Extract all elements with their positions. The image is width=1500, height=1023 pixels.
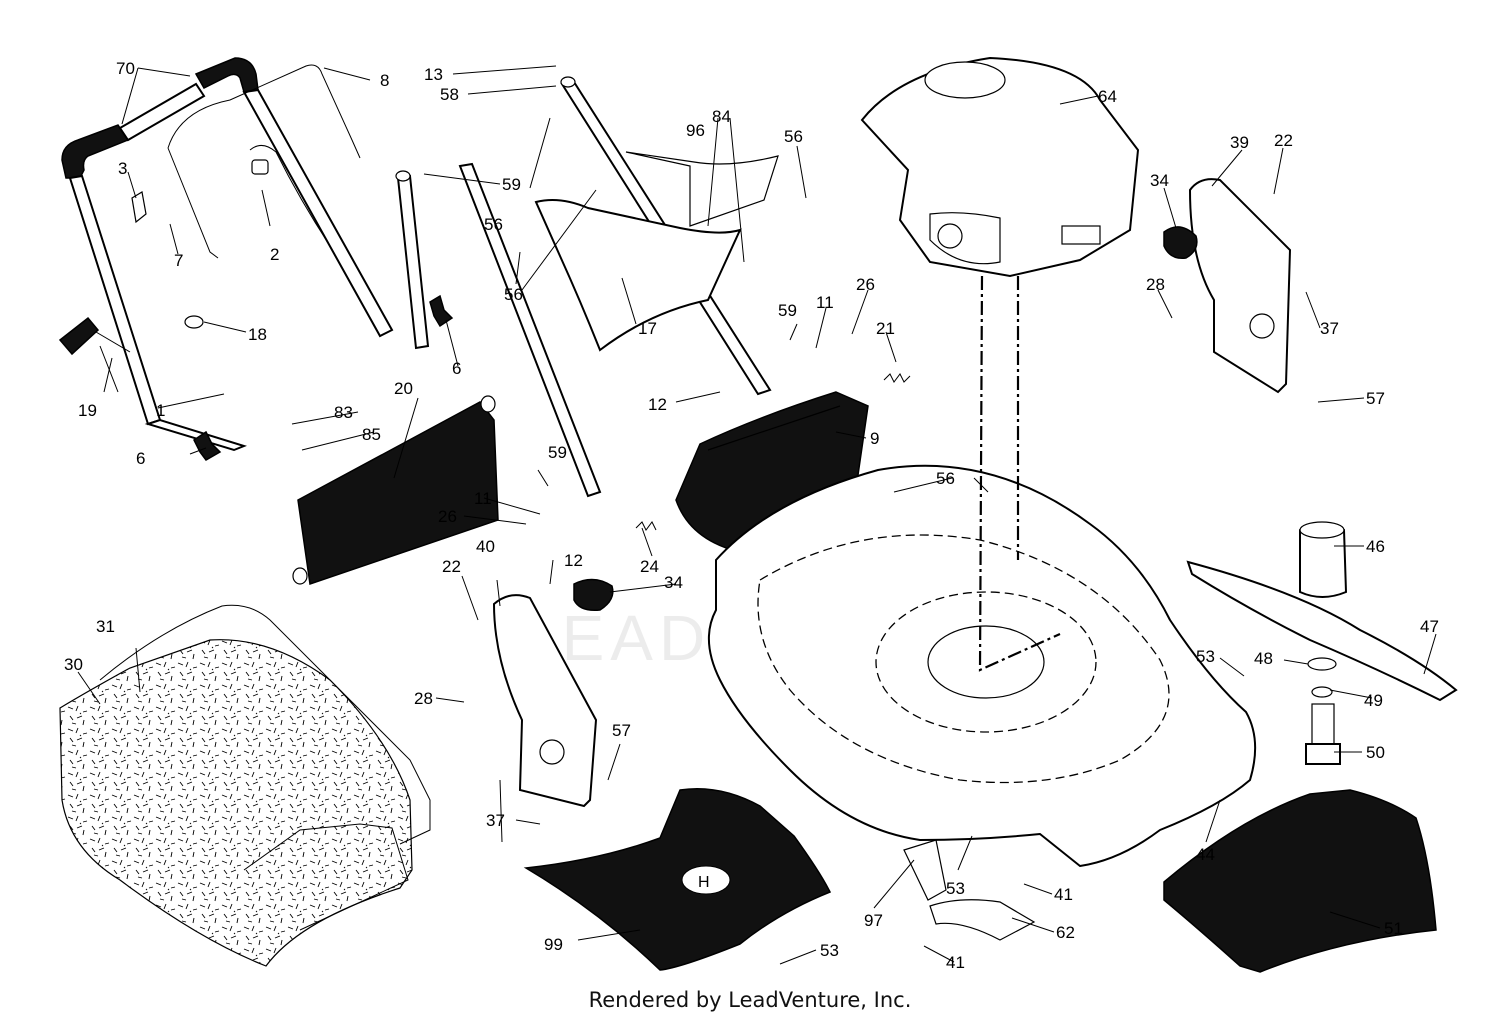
part-label: 28 bbox=[414, 689, 433, 708]
part-label: 56 bbox=[504, 285, 523, 304]
part-label: 34 bbox=[1150, 171, 1169, 190]
part-label: 30 bbox=[64, 655, 83, 674]
part-label: 41 bbox=[946, 953, 965, 972]
part-label: 21 bbox=[876, 319, 895, 338]
throttle-cable-2 bbox=[249, 145, 331, 247]
upper-handle bbox=[61, 57, 394, 452]
part-label: 20 bbox=[394, 379, 413, 398]
part-label: 56 bbox=[484, 215, 503, 234]
part-label: 48 bbox=[1254, 649, 1273, 668]
part-label: 85 bbox=[362, 425, 381, 444]
engine-64 bbox=[860, 56, 1140, 278]
part-label: 50 bbox=[1366, 743, 1385, 762]
mower-deck-44 bbox=[707, 275, 1257, 868]
part-label: 17 bbox=[638, 319, 657, 338]
grass-chute-17 bbox=[534, 151, 779, 352]
part-label: 26 bbox=[856, 275, 875, 294]
part-label: 57 bbox=[1366, 389, 1385, 408]
part-label: 97 bbox=[864, 911, 883, 930]
part-label: 53 bbox=[946, 879, 965, 898]
part-label: 12 bbox=[564, 551, 583, 570]
hinge-rod-20 bbox=[292, 395, 499, 586]
springs bbox=[635, 373, 911, 531]
part-label: 37 bbox=[486, 811, 505, 830]
part-label: 62 bbox=[1056, 923, 1075, 942]
part-label: 58 bbox=[440, 85, 459, 104]
side-discharge-skirt-51 bbox=[1163, 789, 1437, 973]
part-label: 11 bbox=[816, 293, 834, 312]
part-label: 96 bbox=[686, 121, 705, 140]
part-label: 8 bbox=[380, 71, 389, 90]
part-label: 83 bbox=[334, 403, 353, 422]
part-label: 22 bbox=[442, 557, 461, 576]
part-label: 22 bbox=[1274, 131, 1293, 150]
part-label: 51 bbox=[1384, 919, 1403, 938]
part-label: 53 bbox=[1196, 647, 1215, 666]
knob-34 bbox=[573, 226, 1198, 612]
part-label: 53 bbox=[820, 941, 839, 960]
part-label: 13 bbox=[424, 65, 443, 84]
blade-47 bbox=[1186, 560, 1458, 702]
front-height-bracket-39 bbox=[1188, 178, 1292, 394]
part-label: 18 bbox=[248, 325, 267, 344]
bracket-3 bbox=[131, 191, 147, 224]
part-label: 59 bbox=[548, 443, 567, 462]
part-label: 64 bbox=[1098, 87, 1117, 106]
part-label: 70 bbox=[116, 59, 135, 78]
part-label: 28 bbox=[1146, 275, 1165, 294]
part-label: 57 bbox=[612, 721, 631, 740]
part-label: 26 bbox=[438, 507, 457, 526]
part-label: 1 bbox=[156, 401, 165, 420]
part-label: 84 bbox=[712, 107, 731, 126]
part-label: 7 bbox=[174, 251, 183, 270]
part-label: 2 bbox=[270, 245, 279, 264]
part-label: 24 bbox=[640, 557, 659, 576]
part-label: 31 bbox=[96, 617, 115, 636]
wing-knobs-6 bbox=[193, 294, 454, 461]
control-bail-8 bbox=[167, 64, 361, 259]
mounting-brackets-62-97 bbox=[903, 839, 1036, 941]
part-label: 37 bbox=[1320, 319, 1339, 338]
part-label: 34 bbox=[664, 573, 683, 592]
part-label: 59 bbox=[778, 301, 797, 320]
part-label: 6 bbox=[452, 359, 461, 378]
part-label: 41 bbox=[1054, 885, 1073, 904]
part-label: 47 bbox=[1420, 617, 1439, 636]
part-label: 12 bbox=[648, 395, 667, 414]
part-label: 40 bbox=[476, 537, 495, 556]
part-label: 19 bbox=[78, 401, 97, 420]
part-label: 49 bbox=[1364, 691, 1383, 710]
part-label: 11 bbox=[474, 489, 492, 508]
part-label: 6 bbox=[136, 449, 145, 468]
part-labels: 70 8 13 58 64 3 7 2 59 59 59 59 96 84 56… bbox=[64, 59, 1439, 972]
logo-text: H bbox=[698, 874, 710, 891]
part-label: 44 bbox=[1196, 845, 1215, 864]
blade-adapter-46 bbox=[1299, 521, 1348, 598]
rear-flap-99: H bbox=[523, 787, 832, 971]
part-label: 59 bbox=[502, 175, 521, 194]
part-label: 56 bbox=[936, 469, 955, 488]
part-label: 99 bbox=[544, 935, 563, 954]
leader-lines bbox=[77, 65, 1437, 965]
part-label: 39 bbox=[1230, 133, 1249, 152]
part-label: 56 bbox=[784, 127, 803, 146]
part-label: 9 bbox=[870, 429, 879, 448]
part-label: 3 bbox=[118, 159, 127, 178]
part-label: 46 bbox=[1366, 537, 1385, 556]
footer-credit: Rendered by LeadVenture, Inc. bbox=[588, 988, 912, 1012]
grass-bag-30 bbox=[59, 639, 413, 967]
blade-bolt-50 bbox=[1305, 657, 1341, 765]
rear-height-bracket-40 bbox=[492, 594, 598, 808]
